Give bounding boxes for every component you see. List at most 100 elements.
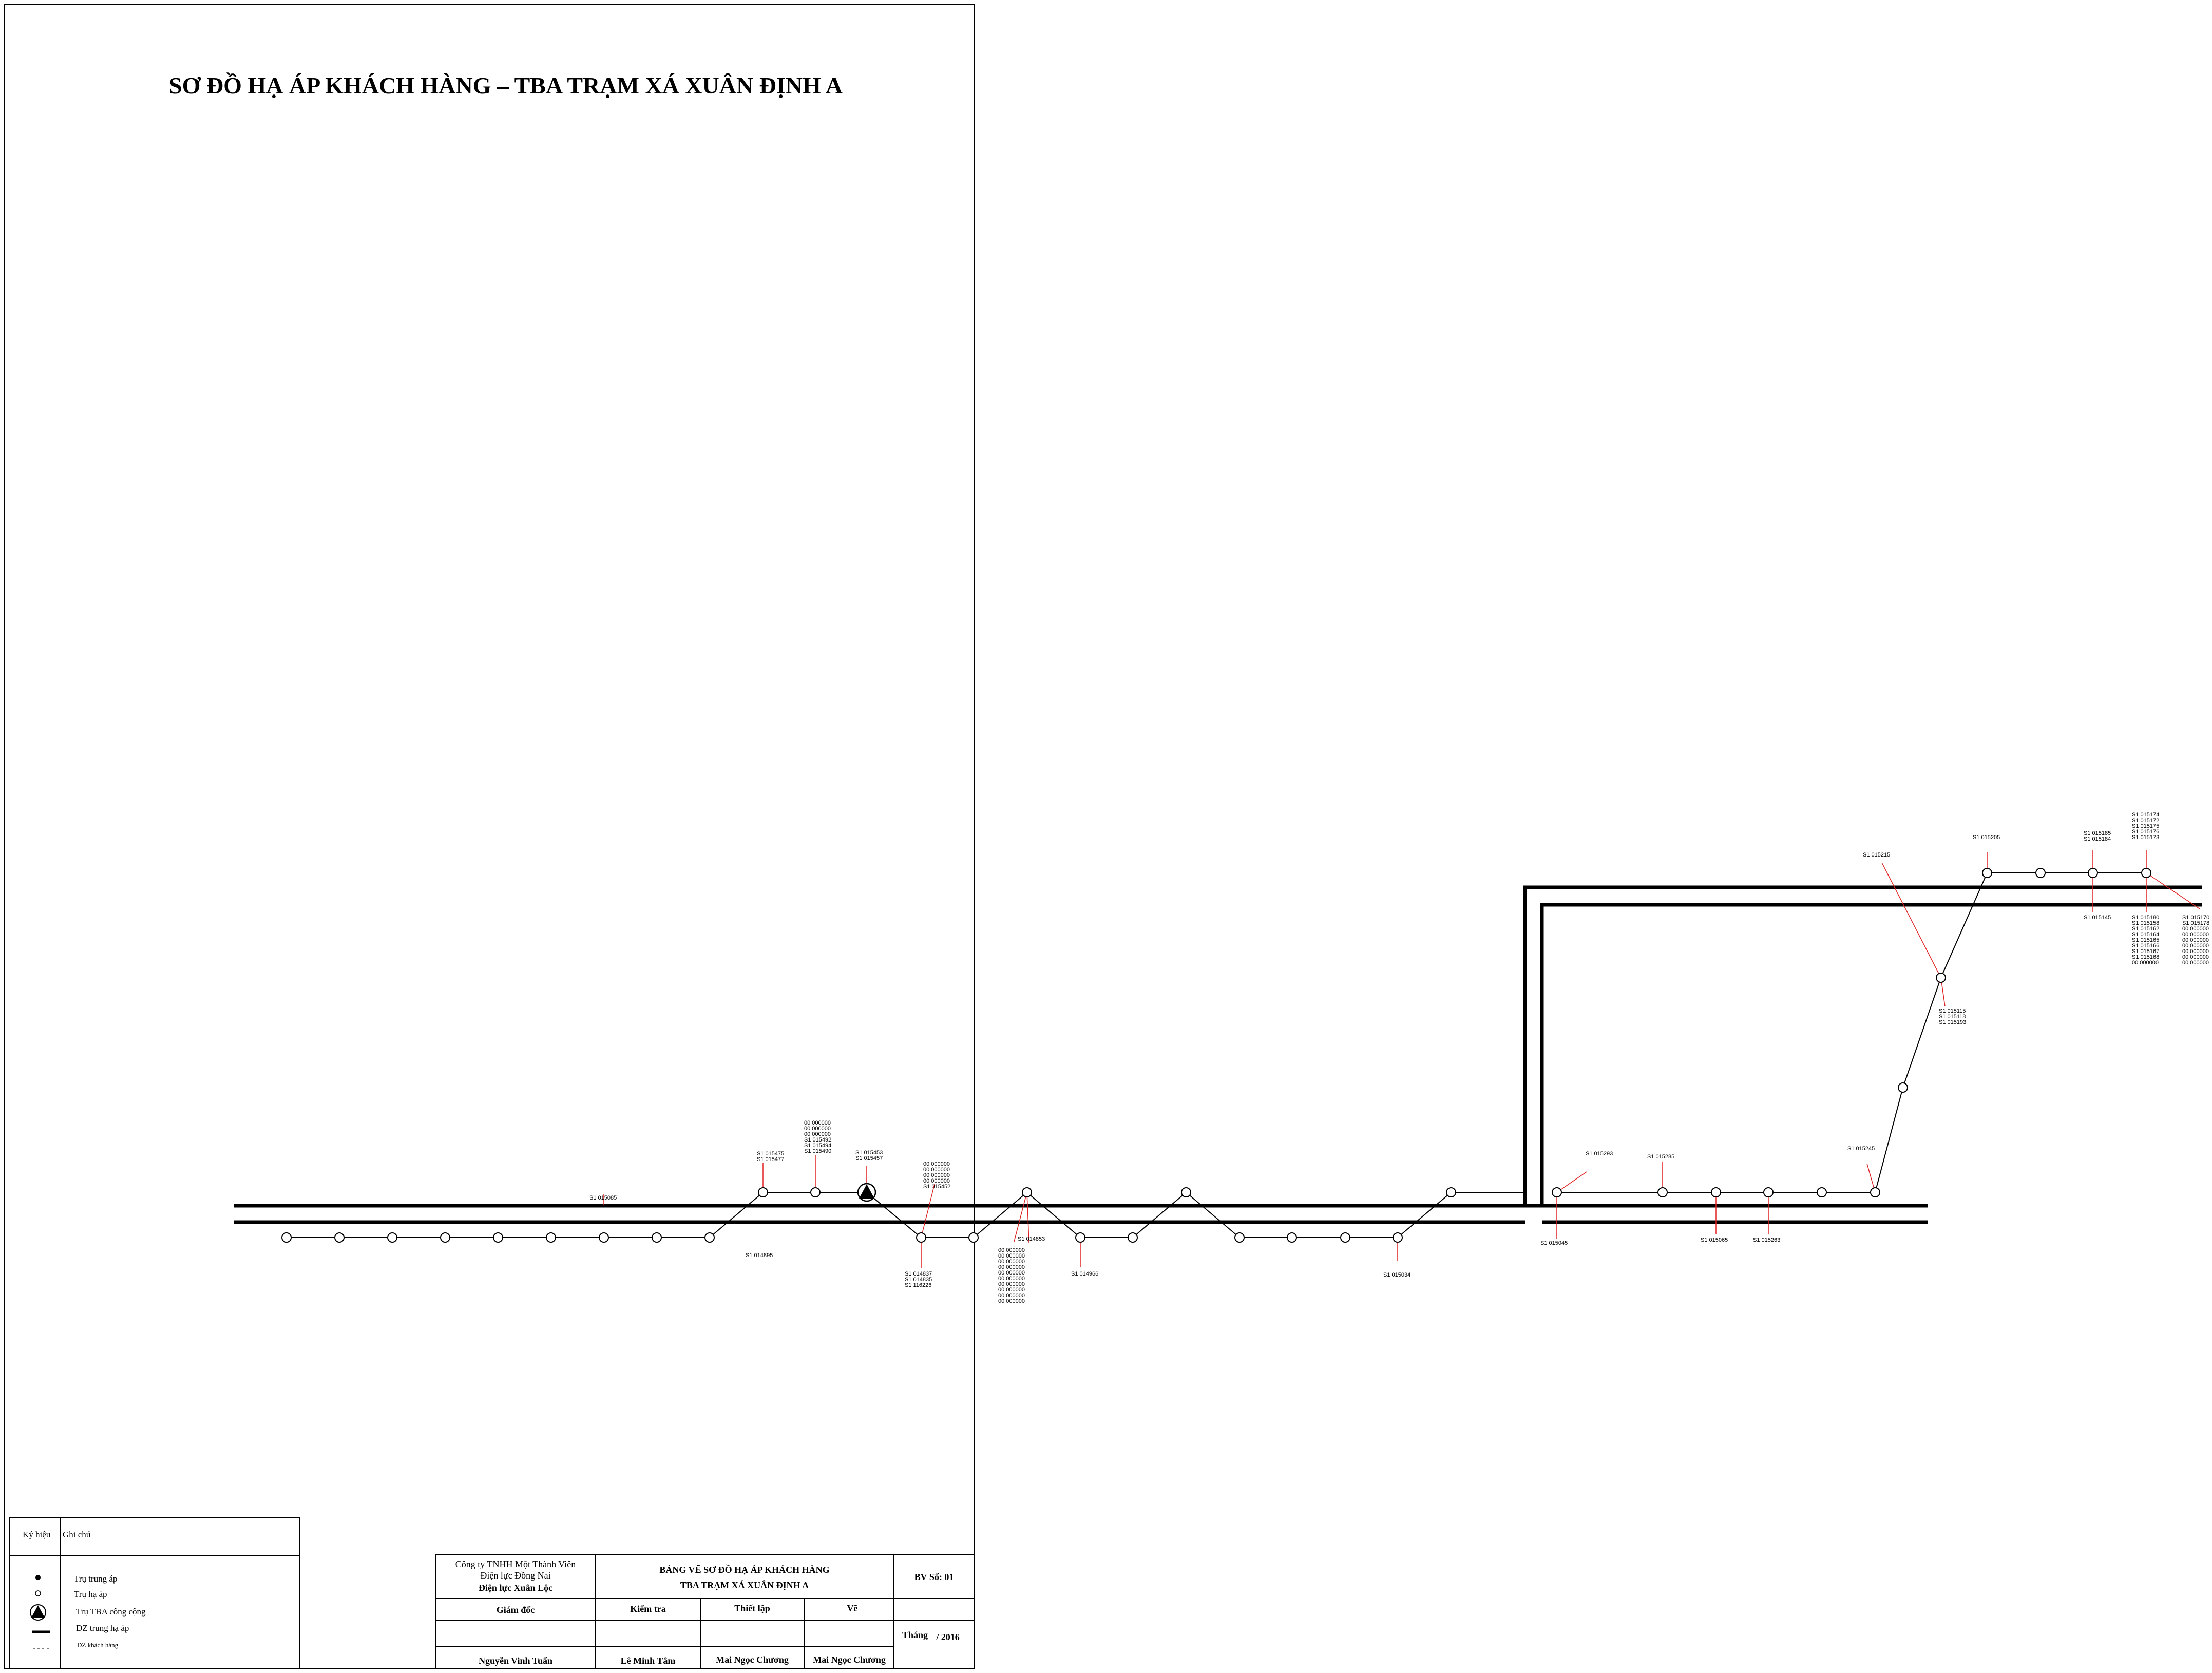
pole-circle [440, 1232, 450, 1243]
customer-label: S1 015045 [1540, 1240, 1568, 1246]
customer-label: 00 000000 [923, 1178, 950, 1184]
customer-label: S1 015475 [757, 1151, 784, 1157]
company-branch: Điện lực Xuân Lộc [479, 1583, 552, 1593]
customer-label: 00 000000 [998, 1259, 1025, 1265]
customer-label: S1 015490 [804, 1148, 831, 1154]
customer-drop-line [1014, 1192, 1027, 1242]
customer-label: S1 015166 [2132, 943, 2159, 949]
customer-label: S1 015172 [2132, 818, 2159, 824]
customer-label: S1 015185 [2084, 830, 2111, 836]
customer-label: 00 000000 [923, 1167, 950, 1173]
page-frame [4, 4, 975, 1669]
pole-circle [652, 1232, 662, 1243]
customer-label: S1 116226 [905, 1282, 931, 1288]
customer-label: S1 015492 [804, 1137, 831, 1143]
customer-drop-line [1881, 862, 1941, 978]
hollow-circle-icon [35, 1590, 41, 1596]
customer-label: S1 015452 [923, 1184, 950, 1190]
customer-label: S1 015215 [1863, 852, 1890, 858]
legend-item-label: Trụ TBA công cộng [76, 1607, 146, 1617]
name-checker: Lê Minh Tâm [621, 1656, 676, 1666]
customer-label: S1 014837 [905, 1271, 932, 1277]
customer-label: 00 000000 [998, 1270, 1025, 1276]
customer-label: S1 015168 [2132, 954, 2159, 960]
customer-drop-line [1556, 1171, 1587, 1193]
customer-label: S1 015115 [1939, 1008, 1966, 1014]
pole-circle [1287, 1232, 1297, 1243]
customer-label: S1 014966 [1071, 1271, 1098, 1277]
pole-circle [916, 1232, 926, 1243]
customer-label: S1 015158 [2132, 920, 2159, 926]
customer-label: 00 000000 [998, 1247, 1025, 1253]
pole-circle [810, 1187, 821, 1197]
legend-item-label: DZ khách hàng [77, 1641, 119, 1649]
name-drafter: Mai Ngọc Chương [813, 1655, 886, 1665]
pole-circle [2141, 868, 2151, 878]
legend-item-label: Trụ hạ áp [74, 1589, 107, 1599]
customer-label: 00 000000 [998, 1298, 1025, 1304]
pole-circle [1340, 1232, 1350, 1243]
pole-circle [1181, 1187, 1191, 1197]
customer-label: 00 000000 [804, 1126, 831, 1132]
pole-circle [1763, 1187, 1774, 1197]
customer-label: S1 015170 [2182, 915, 2209, 921]
customer-label: S1 014853 [1018, 1236, 1045, 1242]
date-label: Tháng [902, 1630, 928, 1640]
medium-voltage-lines [234, 885, 2202, 1224]
date-value: / 2016 [936, 1632, 960, 1642]
customer-label: 00 000000 [2182, 960, 2209, 966]
poles [281, 868, 2151, 1243]
pole-circle [704, 1232, 715, 1243]
customer-label: S1 015494 [804, 1143, 831, 1149]
pole-circle [334, 1232, 345, 1243]
customer-label: 00 000000 [998, 1292, 1025, 1299]
pole-circle [1393, 1232, 1403, 1243]
customer-label: S1 015176 [2132, 829, 2159, 835]
customer-label: 00 000000 [923, 1172, 950, 1178]
customer-label: S1 015085 [589, 1195, 617, 1201]
customer-label: 00 000000 [804, 1120, 831, 1126]
role-checker: Kiểm tra [630, 1604, 665, 1614]
pole-circle [758, 1187, 768, 1197]
pole-circle [1817, 1187, 1827, 1197]
filled-dot-icon [35, 1575, 41, 1580]
customer-label: 00 000000 [804, 1131, 831, 1137]
pole-circle [1075, 1232, 1085, 1243]
role-drafter: Vẽ [847, 1603, 858, 1613]
pole-circle [2088, 868, 2098, 878]
customer-label: S1 015164 [2132, 931, 2159, 938]
customer-label: 00 000000 [2182, 943, 2209, 949]
customer-label: S1 015453 [855, 1150, 883, 1156]
pole-circle [1898, 1082, 1908, 1093]
customer-label: S1 015205 [1973, 834, 2000, 841]
customer-label: S1 015293 [1586, 1151, 1613, 1157]
transformer-triangle-icon [30, 1604, 46, 1621]
pole-circle [493, 1232, 503, 1243]
role-designer: Thiết lập [734, 1603, 770, 1613]
customer-label: 00 000000 [2182, 937, 2209, 943]
drawing-title-line-1: BẢNG VẼ SƠ ĐỒ HẠ ÁP KHÁCH HÀNG [659, 1564, 829, 1575]
drawing-title-line-2: TBA TRẠM XÁ XUÂN ĐỊNH A [680, 1580, 809, 1590]
pole-circle [2035, 868, 2046, 878]
customer-label: S1 015285 [1647, 1154, 1674, 1160]
customer-label: S1 015263 [1753, 1237, 1780, 1243]
customer-label: S1 015034 [1383, 1272, 1410, 1278]
legend-item-label: Trụ trung áp [74, 1574, 117, 1584]
pole-circle [1022, 1187, 1032, 1197]
title-block [435, 1554, 975, 1669]
legend: Ký hiệu Ghi chú Trụ trung áp Trụ hạ áp T… [9, 1517, 300, 1669]
pole-circle [968, 1232, 979, 1243]
pole-circle [1982, 868, 1992, 878]
customer-label: 00 000000 [923, 1161, 950, 1167]
customer-label: S1 015065 [1701, 1237, 1728, 1243]
customer-label: S1 014895 [746, 1252, 773, 1259]
customer-label: S1 015145 [2084, 915, 2111, 921]
customer-label: 00 000000 [2182, 954, 2209, 960]
customer-label: 00 000000 [2182, 948, 2209, 955]
customer-label: 00 000000 [2182, 931, 2209, 938]
customer-label: 00 000000 [2182, 926, 2209, 932]
pole-circle [1234, 1232, 1245, 1243]
company-unit: Điện lực Đồng Nai [480, 1570, 550, 1581]
pole-circle [1128, 1232, 1138, 1243]
customer-label: 00 000000 [998, 1281, 1025, 1287]
